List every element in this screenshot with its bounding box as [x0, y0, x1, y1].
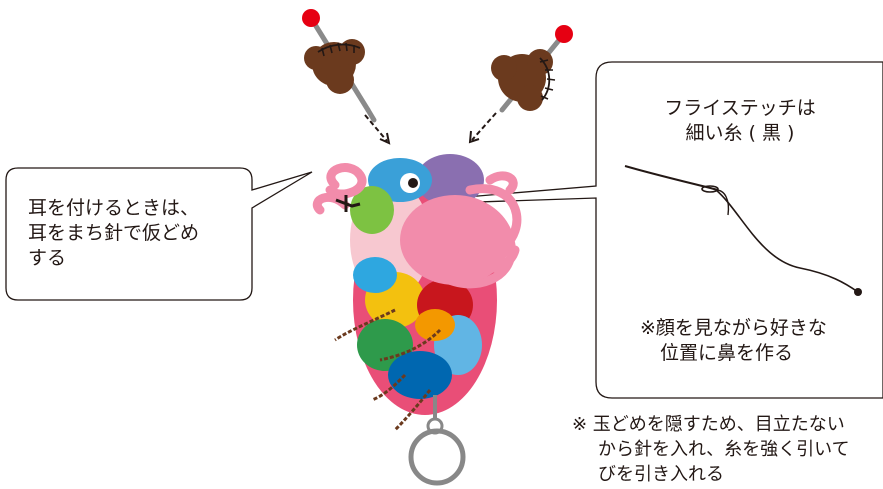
footnote-line1: ※ 玉どめを隠すため、目立たない	[572, 414, 845, 435]
ear-pompom-icon	[304, 39, 365, 94]
arrow-icon	[468, 112, 497, 144]
left-callout-line2: 耳をまち針で仮どめ	[28, 222, 200, 244]
left-callout-line1: 耳を付けるときは、	[28, 197, 200, 219]
pin-head	[302, 9, 320, 27]
right-callout-note-line1: ※顔を見ながら好きな	[640, 317, 827, 339]
keyring-icon	[408, 395, 466, 486]
footnote-line2: から針を入れ、糸を強く引いて	[598, 439, 850, 460]
right-callout-bubble	[359, 61, 883, 399]
thread	[715, 189, 859, 293]
left-ear-with-pin	[302, 9, 377, 123]
right-callout-title-line2: 細い糸 ( 黒 )	[685, 122, 795, 144]
ear-pompom-icon	[491, 49, 556, 111]
right-callout-note-line2: 位置に鼻を作る	[660, 342, 794, 364]
pin-head	[555, 25, 573, 43]
left-callout-line3: する	[28, 247, 67, 269]
needle-icon	[624, 165, 862, 296]
fly-stitch-mark	[335, 195, 361, 212]
right-ear-with-pin	[491, 25, 573, 113]
arrow-icon	[364, 114, 391, 145]
footnote-line3: びを引き入れる	[598, 464, 724, 485]
right-callout-title-line1: フライステッチは	[664, 97, 816, 119]
thread-knot	[854, 288, 862, 296]
left-callout-bubble	[5, 167, 313, 301]
brown-cord	[334, 308, 442, 432]
pink-nose-patch	[400, 195, 510, 285]
